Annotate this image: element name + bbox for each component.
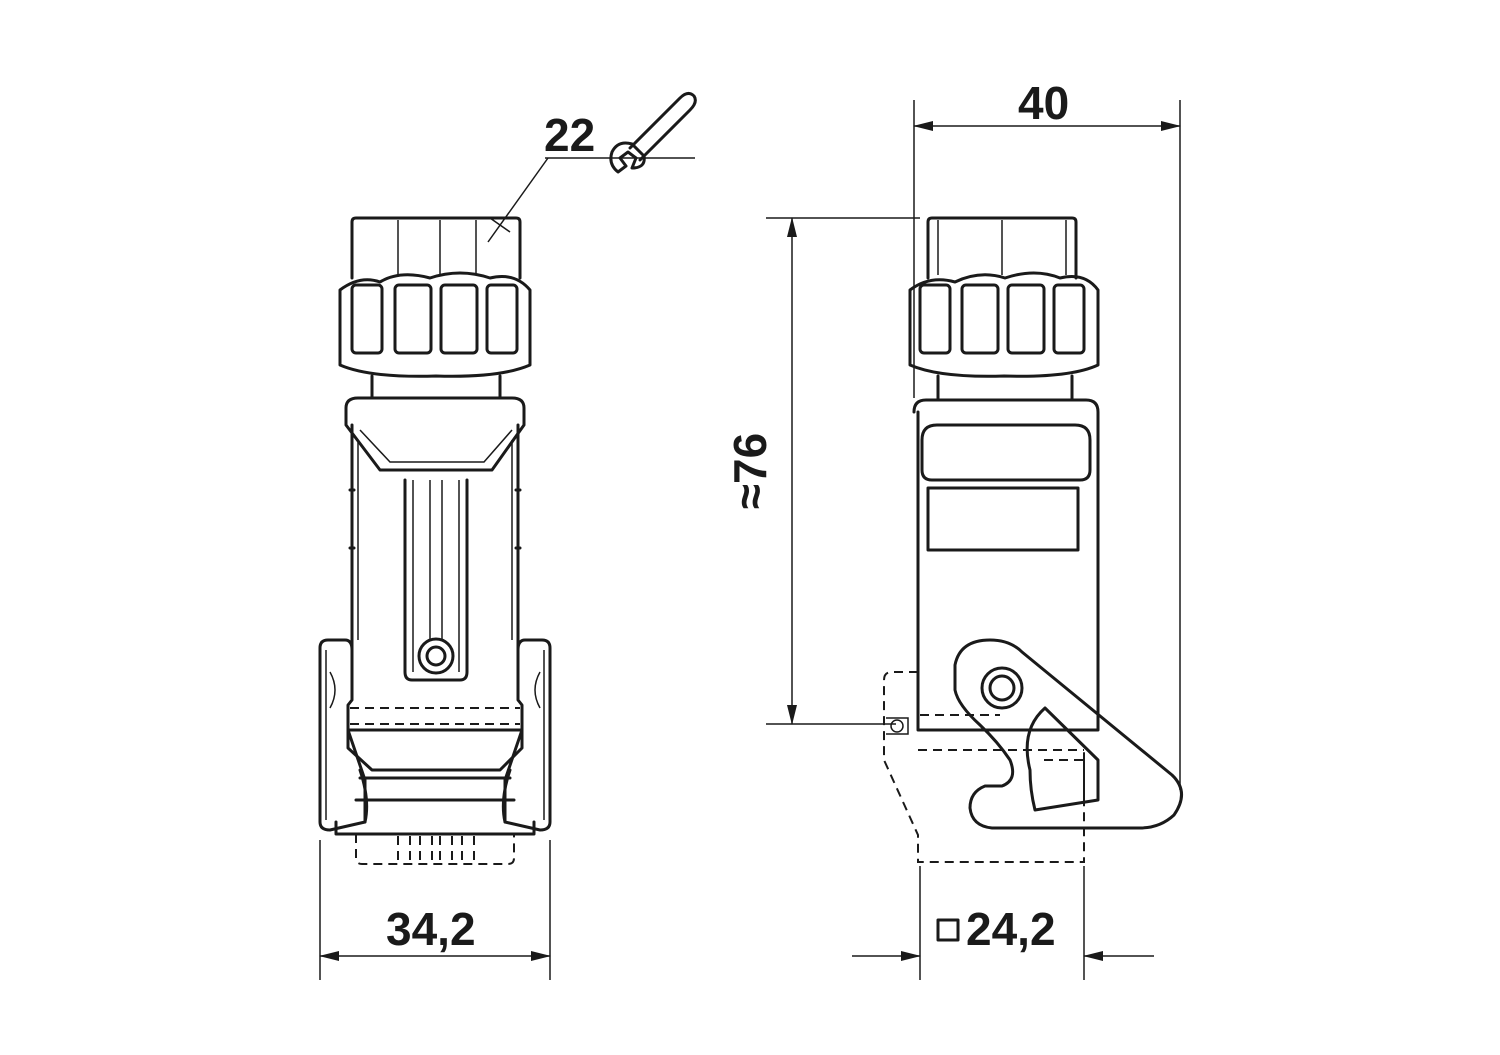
overall-width-label: 40 bbox=[1018, 77, 1070, 129]
front-width-label: 34,2 bbox=[386, 903, 476, 955]
side-housing bbox=[912, 398, 1100, 732]
side-locking-lever bbox=[953, 638, 1183, 830]
front-nut-hex bbox=[350, 216, 522, 280]
dimension-lines bbox=[319, 100, 1181, 980]
side-knurled-ring bbox=[908, 271, 1100, 378]
base-square-label: 24,2 bbox=[966, 903, 1056, 955]
wrench-size-label: 22 bbox=[544, 109, 596, 161]
front-lever-right bbox=[503, 638, 552, 832]
front-lever-left bbox=[318, 638, 367, 832]
front-locking-pin bbox=[417, 637, 455, 675]
front-hidden-base bbox=[355, 834, 515, 865]
side-nut-hex bbox=[926, 216, 1078, 280]
side-lever-slot bbox=[1025, 706, 1100, 812]
front-knurled-ring bbox=[338, 271, 532, 378]
front-view bbox=[318, 216, 552, 865]
side-label-area bbox=[926, 486, 1080, 552]
front-collar bbox=[344, 396, 526, 472]
front-rib-frame bbox=[403, 478, 469, 682]
side-hidden-base bbox=[883, 671, 1085, 863]
overall-height-label: ≈76 bbox=[724, 432, 777, 510]
wrench-icon bbox=[609, 91, 697, 174]
square-symbol-icon bbox=[936, 918, 960, 942]
side-view bbox=[883, 216, 1183, 863]
